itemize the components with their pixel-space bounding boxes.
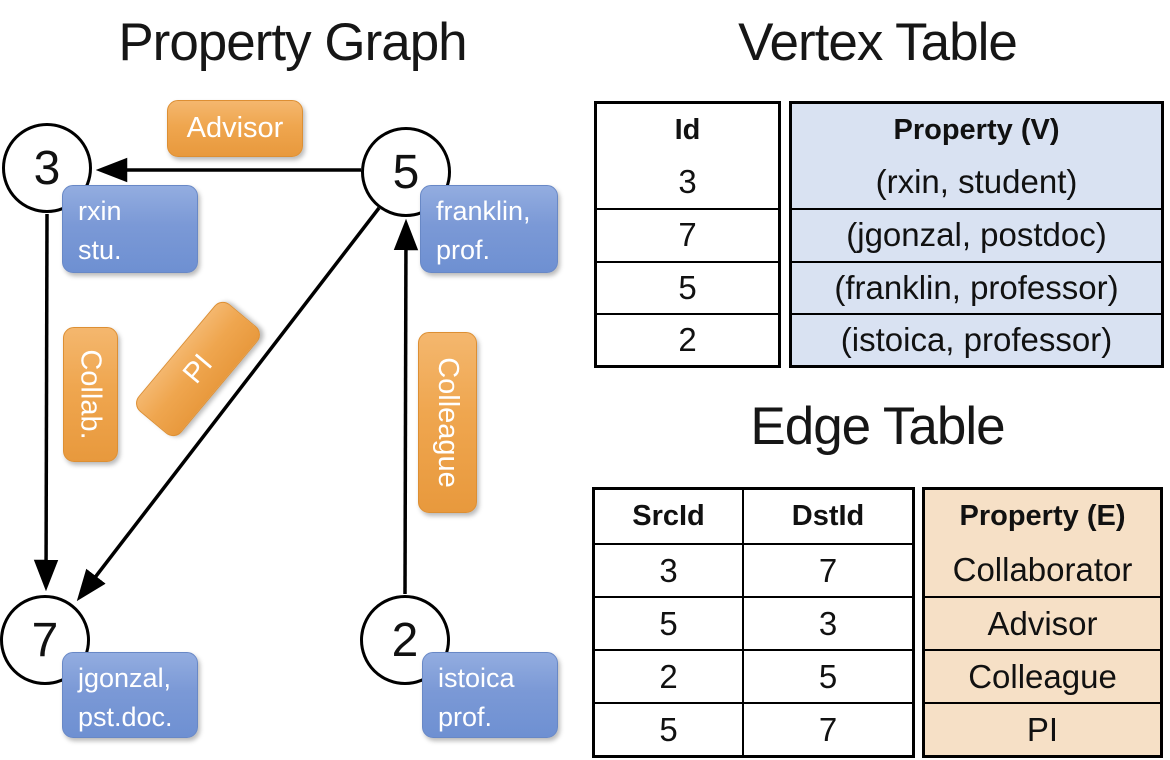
vertex-table-property-column: Property (V) (rxin, student) (jgonzal, p… (789, 101, 1164, 368)
vertex-table-id-cell: 2 (597, 312, 778, 365)
edge-label-collab: Collab. (63, 327, 118, 462)
edge-table-title: Edge Table (750, 397, 1005, 456)
edge-table-property-cell: Colleague (925, 649, 1160, 702)
edge-table-property-cell: PI (925, 702, 1160, 755)
edge-collab-3-to-7 (33, 213, 59, 592)
edge-label-advisor-text: Advisor (186, 112, 284, 144)
edge-table-src-cell: 5 (595, 596, 742, 649)
property-graph-title: Property Graph (118, 13, 467, 72)
node-5-id: 5 (392, 145, 420, 199)
node-7-id: 7 (31, 613, 59, 667)
node-2-id: 2 (391, 613, 419, 667)
vertex-table-id-column: Id 3 7 5 2 (594, 101, 781, 368)
edge-table-dst-cell: 5 (742, 649, 912, 702)
edge-table-property-column: Property (E) Collaborator Advisor Collea… (922, 487, 1163, 758)
vertex-table-title: Vertex Table (738, 13, 1018, 72)
vertex-table-id-cell: 7 (597, 208, 778, 260)
vertex-table-id-header: Id (674, 113, 701, 146)
edge-table-src-cell: 5 (595, 702, 742, 755)
vertex-table-property-cell: (istoica, professor) (792, 312, 1161, 365)
node-5-property-line2: prof. (436, 235, 491, 266)
node-2-property-line1: istoica (438, 663, 515, 693)
node-3-id: 3 (33, 141, 61, 195)
edge-table-srcid-header: SrcId (632, 500, 705, 532)
node-7-property-line2: pst.doc. (78, 702, 173, 733)
vertex-table-id-cell: 3 (678, 163, 697, 201)
node-5-property-line1: franklin, (436, 196, 531, 226)
node-3-property-line2: stu. (78, 235, 122, 266)
edge-table-dstid-header: DstId (742, 490, 912, 543)
graph-node-2: 2 (360, 595, 450, 685)
node-7-property-line1: jgonzal, (78, 663, 172, 693)
edge-label-colleague: Colleague (418, 332, 477, 513)
node-3-property-line1: rxin (78, 196, 122, 226)
edge-table-property-header: Property (E) (959, 500, 1126, 532)
edge-table-src-dst-columns: SrcId DstId 3 7 5 3 2 5 5 7 (592, 487, 915, 758)
edge-label-colleague-text: Colleague (432, 357, 465, 488)
edge-table-dst-cell: 3 (742, 596, 912, 649)
node-5-property-box: franklin, prof. (420, 185, 558, 273)
vertex-table-id-cell: 5 (597, 260, 778, 313)
edge-table-dst-cell: 7 (742, 543, 912, 596)
node-2-property-box: istoica prof. (422, 652, 558, 738)
vertex-table-property-cell: (jgonzal, postdoc) (792, 208, 1161, 260)
edge-label-pi-text: PI (176, 347, 219, 390)
edge-colleague-2-to-5 (393, 218, 419, 595)
vertex-table-property-header: Property (V) (893, 113, 1060, 146)
edge-table-src-cell: 3 (595, 543, 742, 596)
edge-label-advisor: Advisor (167, 100, 303, 157)
vertex-table-property-cell: (franklin, professor) (792, 260, 1161, 313)
edge-table-src-cell: 2 (595, 649, 742, 702)
edge-label-collab-text: Collab. (75, 349, 107, 440)
graph-edges-canvas (33, 157, 419, 602)
node-3-property-box: rxin stu. (62, 185, 198, 273)
edge-pi-5-to-7 (76, 206, 381, 602)
edge-table-property-cell: Collaborator (952, 550, 1133, 588)
graph-node-5: 5 (361, 127, 451, 217)
edge-table-property-cell: Advisor (925, 596, 1160, 649)
vertex-table-property-cell: (rxin, student) (875, 163, 1078, 201)
edge-table-dst-cell: 7 (742, 702, 912, 755)
node-7-property-box: jgonzal, pst.doc. (62, 652, 198, 738)
node-2-property-line2: prof. (438, 702, 493, 733)
